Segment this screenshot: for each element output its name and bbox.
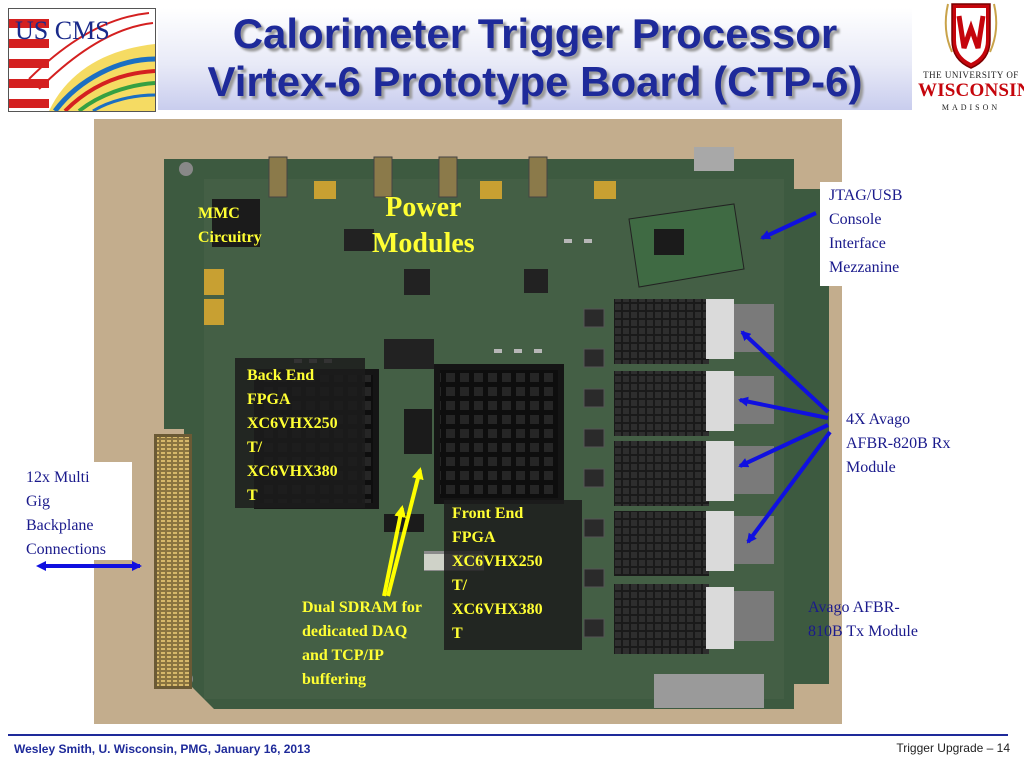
arrow-avago-rx-2	[738, 396, 829, 420]
arrow-sdram-2	[386, 467, 424, 597]
us-cms-flag-graphic: US CMS	[9, 9, 155, 111]
uw-sub-text: MADISON	[941, 103, 1001, 112]
uw-crest-logo	[944, 3, 998, 69]
arrow-sdram-1	[382, 505, 407, 597]
footer-page-number: Trigger Upgrade – 14	[896, 741, 1010, 755]
label-jtag-box	[820, 182, 934, 286]
label-mmc: MMC Circuitry	[198, 205, 262, 246]
title-line-1: Calorimeter Trigger Processor	[232, 10, 838, 57]
footer-divider	[8, 734, 1008, 736]
label-avago-tx: Avago AFBR- 810B Tx Module	[808, 599, 918, 640]
arrow-avago-rx-4	[746, 430, 832, 544]
label-power-modules: Power Modules	[372, 192, 475, 259]
label-frontend-box	[444, 500, 582, 650]
uw-top-text: THE UNIVERSITY OF	[923, 70, 1019, 80]
label-backplane-box	[20, 462, 132, 560]
arrow-jtag	[760, 211, 817, 240]
page-title: Calorimeter Trigger Processor Virtex-6 P…	[158, 10, 912, 106]
label-avago-rx: 4X Avago AFBR-820B Rx Module	[846, 411, 951, 476]
logo-left-text: US CMS	[15, 16, 110, 45]
label-backplane: 12x Multi Gig Backplane Connections	[26, 469, 106, 558]
title-band	[158, 8, 912, 110]
label-backend-box	[235, 358, 365, 508]
label-jtag: JTAG/USB Console Interface Mezzanine	[829, 187, 903, 276]
title-line-2: Virtex-6 Prototype Board (CTP-6)	[207, 58, 863, 105]
label-sdram: Dual SDRAM for dedicated DAQ and TCP/IP …	[302, 599, 422, 688]
uw-main-text: WISCONSIN	[918, 80, 1024, 101]
arrow-avago-rx-3	[738, 423, 829, 468]
arrow-avago-rx-1	[740, 330, 830, 414]
label-frontend-fpga: Front End FPGA XC6VHX250 T/ XC6VHX380 T	[452, 505, 543, 642]
label-backend-fpga: Back End FPGA XC6VHX250 T/ XC6VHX380 T	[247, 367, 338, 504]
us-cms-logo: US CMS	[8, 8, 156, 112]
footer-author: Wesley Smith, U. Wisconsin, PMG, January…	[14, 742, 311, 756]
